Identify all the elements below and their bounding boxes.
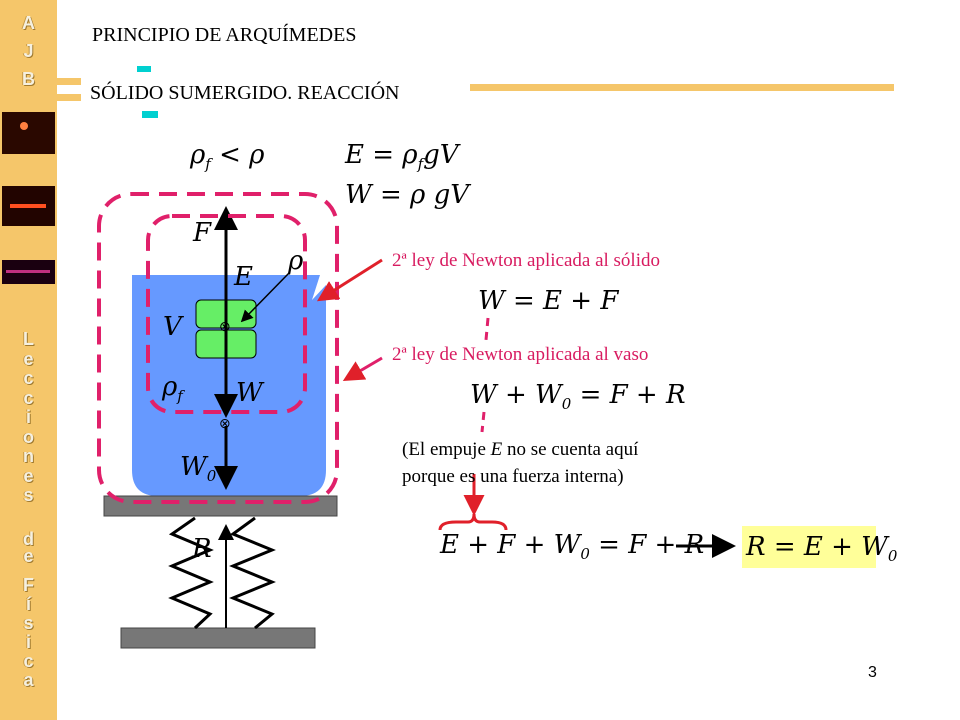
sidebar-title-letter: F [23, 575, 34, 595]
sidebar-title-letter: c [23, 368, 34, 388]
spring-right [229, 516, 276, 630]
newton-vessel-label: 2ª ley de Newton aplicada al vaso [392, 344, 649, 365]
pointer-arrow-solid [316, 258, 383, 302]
label-rho: ρ [288, 246, 304, 276]
thumbnail-image-2 [2, 186, 55, 226]
solid-equation: W = E + F [478, 286, 619, 316]
connector [484, 317, 490, 341]
page-number: 3 [868, 664, 877, 681]
water-vessel [132, 275, 326, 496]
label-W: W [236, 378, 263, 408]
result-equation: R = E + W0 [742, 526, 897, 568]
center-mark-solid: ⊗ [219, 320, 231, 335]
sidebar-title-letter: a [23, 670, 34, 690]
density-relation: ρf < ρ [190, 140, 265, 174]
sidebar-title-letter: e [23, 465, 34, 486]
sidebar-title-letter: n [23, 446, 34, 466]
newton-solid-label: 2ª ley de Newton aplicada al sólido [392, 250, 660, 271]
sidebar-title-letter: s [23, 613, 34, 633]
sidebar-title-letter: e [23, 546, 34, 566]
weight-equation: W = ρ gV [345, 180, 470, 210]
accent-bar [470, 84, 894, 91]
vessel-system-box [97, 192, 339, 504]
sidebar-title-letter: i [25, 407, 31, 427]
pointer-arrow-vessel [342, 356, 383, 382]
thumbnail-image-1 [2, 112, 55, 154]
sidebar-title-letter: i [25, 632, 31, 652]
sidebar-title-letter: s [23, 485, 34, 505]
buoyancy-equation: E = ρfgV [345, 140, 459, 174]
center-mark-vessel: ⊗ [219, 417, 231, 432]
brace [438, 513, 508, 531]
scale-base [120, 627, 316, 649]
sidebar-title-letter: e [23, 348, 34, 369]
note-text: (El empuje E no se cuenta aquí porque es… [402, 439, 639, 487]
label-E: E [234, 262, 253, 292]
vessel-equation: W + W0 = F + R [470, 380, 686, 414]
sidebar-title-letter: c [23, 651, 34, 671]
label-W0: W0 [180, 452, 217, 486]
sidebar-title-letter: L [23, 329, 34, 349]
label-rho-f: ρf [162, 372, 183, 406]
label-F: F [193, 218, 212, 248]
logo-letter: J [23, 41, 34, 61]
density-pointer [240, 271, 291, 323]
page-subtitle: SÓLIDO SUMERGIDO. REACCIÓN [90, 82, 400, 104]
accent-bar [57, 78, 81, 85]
scale-platform [103, 495, 338, 517]
combined-equation: E + F + W0 = F + R [440, 530, 705, 564]
sidebar-title-letter: c [23, 387, 34, 408]
label-R: R [192, 534, 212, 564]
sidebar-title-letter: o [23, 426, 34, 447]
spring-left [168, 516, 214, 630]
thumbnail-image-3 [2, 260, 55, 284]
sidebar-title-letter: d [23, 529, 34, 549]
connector [480, 411, 486, 433]
accent-bar [142, 111, 158, 118]
accent-bar [57, 94, 81, 101]
label-V: V [163, 312, 182, 342]
logo-letter: B [22, 69, 35, 89]
sidebar-title-letter: í [25, 594, 31, 614]
page-title: PRINCIPIO DE ARQUÍMEDES [92, 24, 357, 46]
accent-bar [137, 66, 151, 72]
logo-letter: A [22, 13, 35, 33]
